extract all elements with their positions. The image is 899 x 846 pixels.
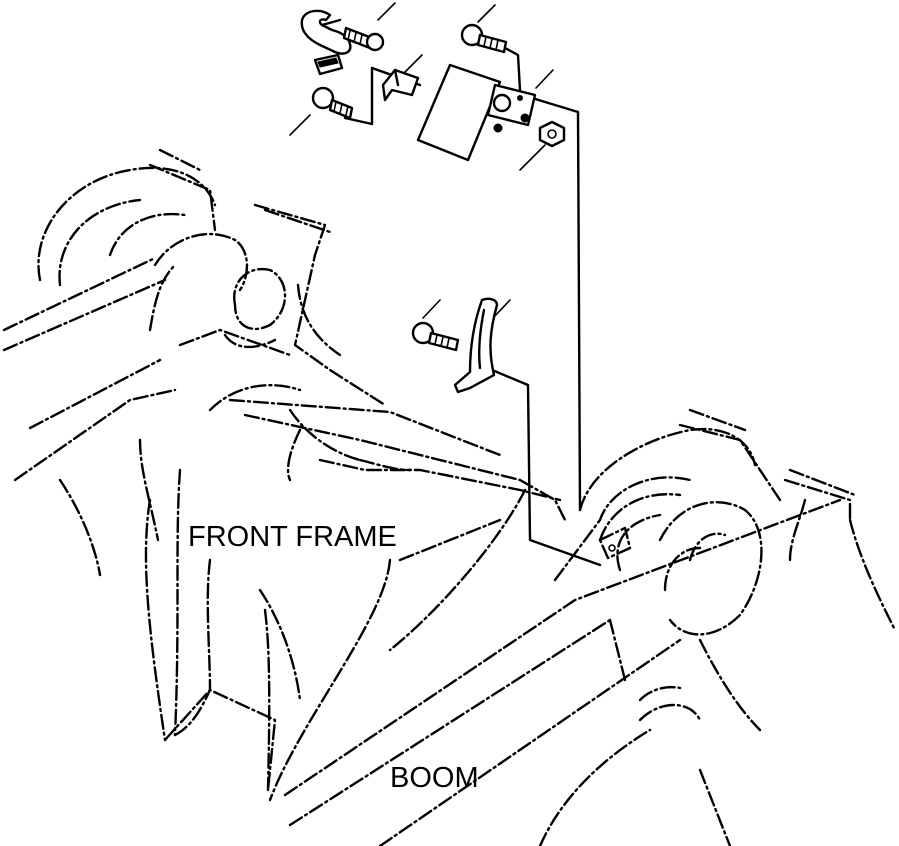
front-frame-label: FRONT FRAME [188,521,397,553]
clip-icon [313,53,344,76]
bolt-icon [311,86,354,120]
bolt-icon [342,26,385,52]
bolt-icon [411,321,460,352]
bracket-icon [381,68,420,102]
nut-icon [538,120,566,148]
bolt-icon [460,23,508,54]
sensor-switch-icon [416,63,537,162]
lever-plate-icon [453,297,499,394]
u-bolt-clamp-icon [300,9,352,55]
boom-outline [283,408,897,846]
boom-label: BOOM [390,762,479,794]
front-frame-outline [2,148,567,802]
pin-bracket-icon [598,526,632,560]
